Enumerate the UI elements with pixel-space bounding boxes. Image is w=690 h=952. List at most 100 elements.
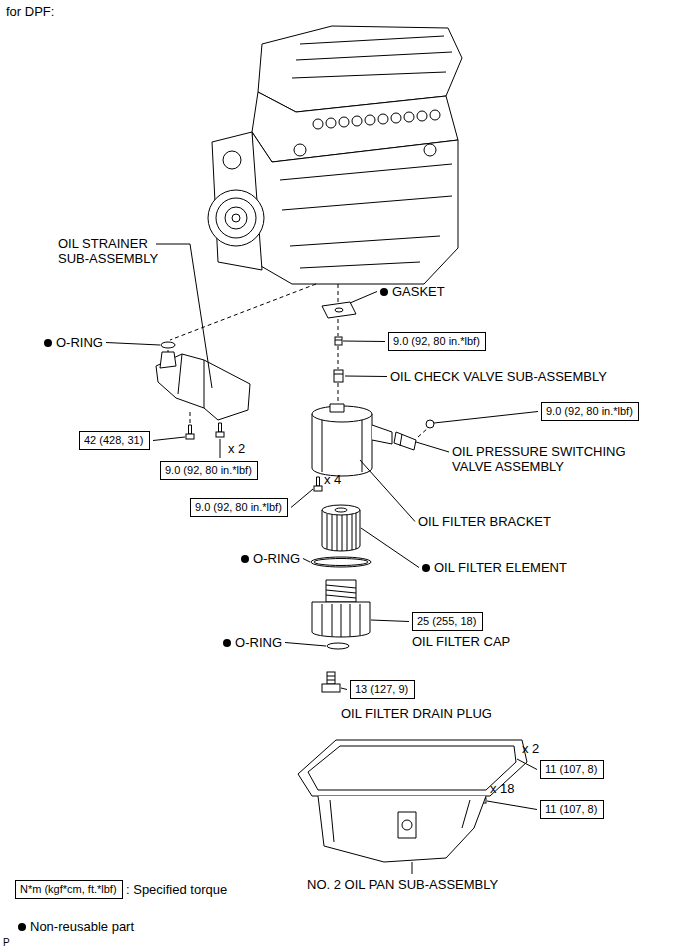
leader-line xyxy=(341,688,347,690)
leader-line xyxy=(361,528,419,568)
quantity: x 4 xyxy=(324,472,341,487)
legend-torque-box: N*m (kgf*cm, ft.*lbf) xyxy=(15,880,123,899)
oil-pan xyxy=(298,740,527,862)
legend-entry: : Specified torque xyxy=(126,882,227,897)
label-group: x 18 xyxy=(490,781,515,796)
oil-pressure-switching-valve xyxy=(394,432,416,450)
oil-pan xyxy=(308,746,516,790)
oil-filter-bracket xyxy=(312,404,392,476)
engine-assembly xyxy=(294,144,306,156)
o-ring xyxy=(311,557,371,567)
oil-strainer xyxy=(178,354,204,408)
oil-check-valve xyxy=(334,370,343,382)
oil-filter-cap xyxy=(326,585,356,598)
engine-assembly xyxy=(313,119,323,129)
torque-value: 11 (107, 8) xyxy=(545,763,597,776)
torque-box: 9.0 (92, 80 in.*lbf) xyxy=(160,461,258,480)
engine-assembly xyxy=(208,26,462,284)
part-name: OIL CHECK VALVE SUB-ASSEMBLY xyxy=(390,369,607,384)
oil-filter-drain-plug xyxy=(327,672,335,684)
torque-value: 9.0 (92, 80 in.*lbf) xyxy=(195,501,282,514)
oil-pressure-switching-valve xyxy=(426,420,434,428)
leader-line xyxy=(291,489,313,508)
bolt xyxy=(335,340,342,341)
label-group: OIL CHECK VALVE SUB-ASSEMBLY xyxy=(390,369,607,384)
oil-filter-element xyxy=(327,513,356,551)
oil-pan xyxy=(318,796,486,862)
label-group: OIL FILTER ELEMENT xyxy=(422,560,567,575)
torque-value: 13 (127, 9) xyxy=(355,683,408,696)
engine-assembly xyxy=(326,118,336,128)
label-group: P xyxy=(3,937,10,949)
part-name: O-RING xyxy=(56,335,103,350)
label-group: NO. 2 OIL PAN SUB-ASSEMBLY xyxy=(307,877,498,892)
leader-line xyxy=(434,412,538,424)
o-ring xyxy=(311,557,371,567)
torque-value: 11 (107, 8) xyxy=(545,803,597,816)
label-group: OIL FILTER BRACKET xyxy=(418,514,551,529)
o-ring xyxy=(161,342,175,348)
bolt xyxy=(335,337,342,345)
oil-pan xyxy=(398,812,416,838)
part-name: NO. 2 OIL PAN SUB-ASSEMBLY xyxy=(307,877,498,892)
o-ring xyxy=(327,643,349,649)
legend-text: : Specified torque xyxy=(126,882,227,897)
label-group: OIL STRAINER SUB-ASSEMBLY xyxy=(58,236,166,266)
engine-assembly xyxy=(216,198,256,238)
o-ring xyxy=(327,643,349,649)
leader-line xyxy=(345,376,387,378)
engine-assembly xyxy=(417,111,427,121)
part-name: OIL FILTER BRACKET xyxy=(418,514,551,529)
gasket xyxy=(322,302,356,318)
oil-filter-drain-plug xyxy=(322,672,340,692)
oil-pressure-switching-valve xyxy=(400,434,402,446)
leader-line xyxy=(285,643,326,647)
oil-filter-element xyxy=(322,505,360,515)
non-reusable-mark xyxy=(241,555,249,563)
oil-strainer xyxy=(160,352,176,368)
leader-line xyxy=(487,801,537,810)
legend-entry: Non-reusable part xyxy=(18,919,134,934)
oil-filter-element xyxy=(335,508,347,512)
engine-assembly xyxy=(378,114,388,124)
engine-assembly xyxy=(365,115,375,125)
quantity: x 2 xyxy=(522,741,539,756)
leader-line xyxy=(106,343,160,346)
engine-assembly xyxy=(223,151,241,169)
gasket xyxy=(335,308,343,312)
non-reusable-mark xyxy=(18,923,26,931)
dashed-guide-line xyxy=(418,428,428,437)
oil-filter-bracket xyxy=(312,414,372,476)
engine-assembly xyxy=(280,164,452,268)
torque-value: 25 (255, 18) xyxy=(417,615,476,628)
engine-assembly xyxy=(208,190,264,246)
oil-filter-drain-plug xyxy=(322,684,340,692)
part-name: O-RING xyxy=(235,635,282,650)
part-name: OIL FILTER ELEMENT xyxy=(434,560,567,575)
leader-line xyxy=(106,244,538,874)
torque-box: 9.0 (92, 80 in.*lbf) xyxy=(190,498,288,517)
oil-filter-cap xyxy=(312,580,370,637)
engine-assembly xyxy=(339,117,349,127)
torque-box: 25 (255, 18) xyxy=(412,612,483,631)
engine-assembly xyxy=(225,207,247,229)
torque-box: 9.0 (92, 80 in.*lbf) xyxy=(388,332,486,351)
oil-check-valve xyxy=(334,370,343,382)
o-ring xyxy=(314,559,368,566)
non-reusable-mark xyxy=(44,339,52,347)
oil-pan xyxy=(402,820,412,830)
part-name: OIL FILTER CAP xyxy=(412,634,510,649)
part-name: O-RING xyxy=(253,551,300,566)
bolt xyxy=(219,423,222,432)
label-group: O-RING xyxy=(241,551,300,566)
oil-filter-element xyxy=(322,505,360,551)
engine-assembly xyxy=(430,110,440,120)
bolt xyxy=(317,477,320,486)
oil-pan xyxy=(298,740,527,796)
bolt xyxy=(314,486,322,491)
engine-assembly xyxy=(391,113,401,123)
gasket xyxy=(322,302,356,318)
part-name: GASKET xyxy=(392,284,445,299)
